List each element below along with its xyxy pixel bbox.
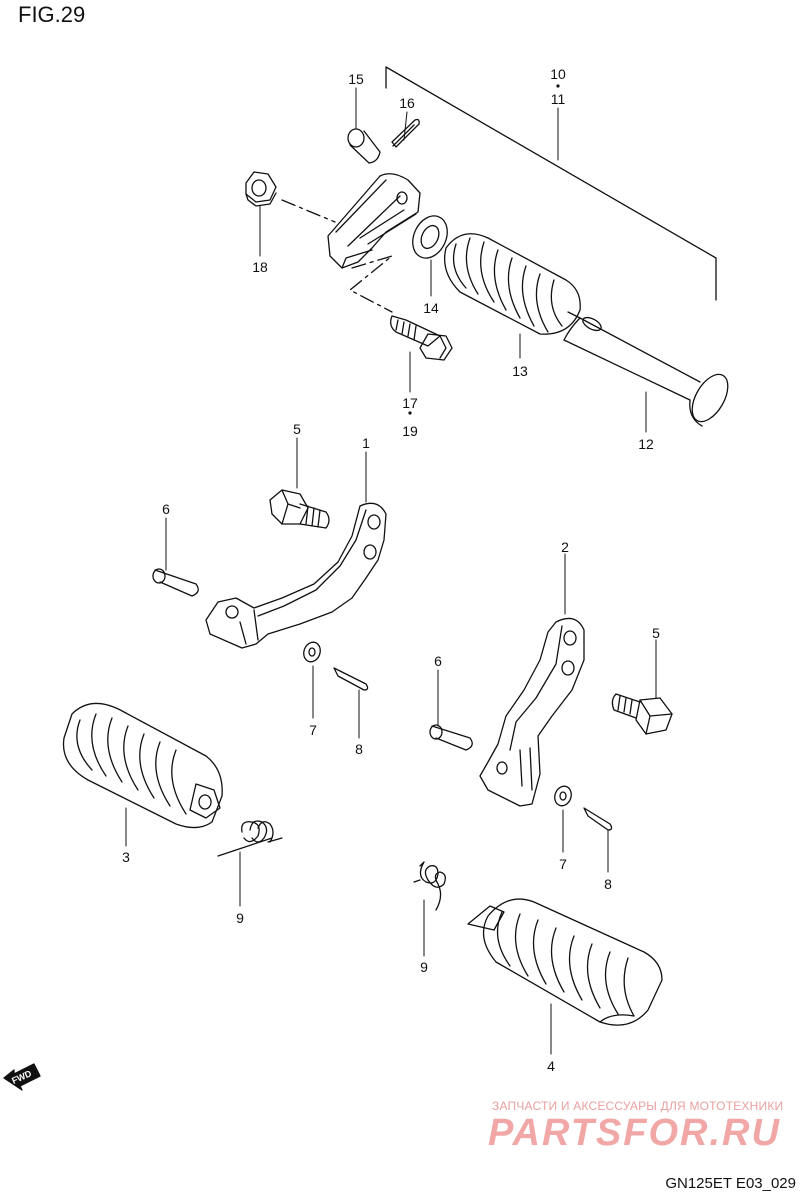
callout-9-left: 9 <box>236 910 244 926</box>
callout-9-right: 9 <box>420 959 428 975</box>
callout-15: 15 <box>348 71 364 87</box>
callout-4: 4 <box>547 1058 555 1074</box>
part-10-bracket[interactable] <box>327 173 421 269</box>
part-3-footrest-rubber[interactable] <box>62 702 223 829</box>
part-6-pin-left[interactable] <box>152 568 199 597</box>
callout-8-right: 8 <box>604 876 612 892</box>
part-12-footrest-shaft[interactable] <box>563 311 735 428</box>
callout-7-right: 7 <box>559 856 567 872</box>
callout-7-left: 7 <box>309 722 317 738</box>
part-9-spring-left[interactable] <box>217 820 283 857</box>
callout-8-left: 8 <box>355 741 363 757</box>
part-17-bolt[interactable] <box>390 315 453 361</box>
callout-17: 17 <box>402 395 418 411</box>
callout-1: 1 <box>362 435 370 451</box>
part-4-footrest-rubber[interactable] <box>467 898 663 1026</box>
part-14-washer[interactable] <box>406 210 454 263</box>
watermark-brand: PARTSFOR.RU <box>488 1112 781 1154</box>
part-7-washer-right[interactable] <box>552 784 574 808</box>
part-2-bracket[interactable] <box>479 617 585 807</box>
callout-14: 14 <box>423 300 439 316</box>
part-13-footrest-rubber[interactable] <box>443 233 581 335</box>
part-18-nut[interactable] <box>245 171 277 207</box>
callout-10: 10 <box>550 66 566 82</box>
callout-12: 12 <box>638 436 654 452</box>
separator-dot <box>556 84 560 88</box>
rear-footrest-assembly <box>245 66 735 428</box>
callout-5-left: 5 <box>293 421 301 437</box>
callout-2: 2 <box>561 539 569 555</box>
callout-18: 18 <box>252 259 268 275</box>
part-5-bolt-left[interactable] <box>269 489 330 529</box>
watermark-subtitle: ЗАПЧАСТИ И АКСЕССУАРЫ ДЛЯ МОТОТЕХНИКИ <box>492 1099 784 1113</box>
callout-16: 16 <box>399 95 415 111</box>
diagram-code: GN125ET E03_029 <box>665 1175 796 1192</box>
callout-13: 13 <box>512 363 528 379</box>
part-8-cotter-left[interactable] <box>333 667 369 691</box>
part-5-bolt-right[interactable] <box>611 693 673 735</box>
part-8-cotter-right[interactable] <box>583 807 613 831</box>
figure-title: FIG.29 <box>18 2 86 27</box>
part-6-pin-right[interactable] <box>429 724 473 751</box>
part-16-cotter-pin[interactable] <box>391 118 420 148</box>
part-9-spring-right[interactable] <box>413 861 446 911</box>
callout-11: 11 <box>551 91 566 107</box>
callout-19: 19 <box>402 423 418 439</box>
part-1-bracket[interactable] <box>205 502 387 649</box>
leader-lines <box>125 87 657 1055</box>
left-footrest-bracket-assembly <box>152 489 387 691</box>
right-footrest-bracket-assembly <box>429 617 673 831</box>
part-15-pin[interactable] <box>347 128 381 164</box>
callout-3: 3 <box>122 849 130 865</box>
callout-6-right: 6 <box>434 653 442 669</box>
forward-arrow-icon: FWD <box>3 1063 41 1091</box>
callout-6-left: 6 <box>162 501 170 517</box>
callout-labels: 15 16 10 11 18 14 13 17 19 12 5 1 6 2 5 … <box>122 66 660 1074</box>
callout-5-right: 5 <box>652 625 660 641</box>
separator-dot <box>408 411 412 415</box>
part-7-washer-left[interactable] <box>301 640 323 664</box>
